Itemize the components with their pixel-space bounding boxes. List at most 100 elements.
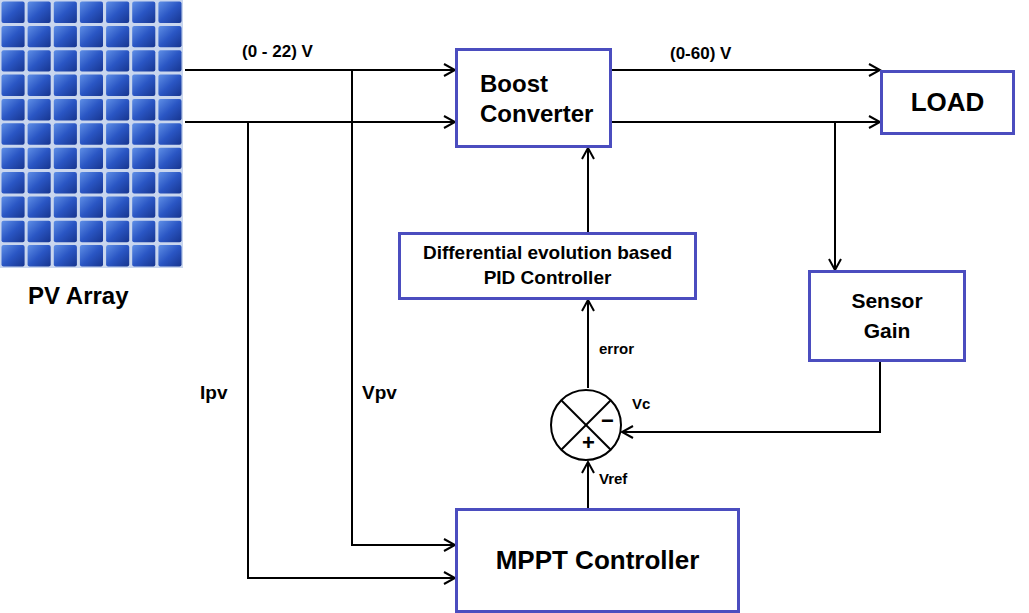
- pv-cell: [54, 123, 77, 144]
- pv-cell: [28, 99, 51, 120]
- pv-cell: [80, 196, 103, 217]
- pid-controller: Differential evolution based PID Control…: [398, 232, 697, 300]
- signal-label: Vref: [597, 470, 629, 487]
- pv-cell: [54, 75, 77, 96]
- node-label: MPPT Controller: [496, 545, 700, 576]
- mppt-controller: MPPT Controller: [455, 508, 740, 613]
- pv-cell: [28, 26, 51, 47]
- pv-cell: [28, 75, 51, 96]
- pv-cell: [158, 221, 181, 242]
- pv-cell: [2, 245, 25, 266]
- pv-cell: [132, 2, 155, 23]
- pv-cell: [80, 50, 103, 71]
- pv-cell: [106, 26, 129, 47]
- load-box: LOAD: [880, 70, 1015, 135]
- pv-cell: [2, 75, 25, 96]
- node-label: Boost Converter: [480, 69, 602, 129]
- pv-cell: [2, 172, 25, 193]
- summing-junction: −+: [549, 388, 623, 462]
- pv-cell: [158, 245, 181, 266]
- pv-cell: [54, 245, 77, 266]
- sign-symbol: −: [601, 410, 614, 432]
- pv-cell: [158, 99, 181, 120]
- pv-cell: [54, 50, 77, 71]
- pv-cell: [54, 148, 77, 169]
- signal-wire: [612, 69, 880, 71]
- pv-cell: [80, 148, 103, 169]
- pv-cell: [2, 221, 25, 242]
- pv-cell: [132, 50, 155, 71]
- pv-cell: [106, 123, 129, 144]
- signal-wire: [587, 462, 589, 508]
- pv-cell: [54, 196, 77, 217]
- pv-cell: [132, 75, 155, 96]
- signal-wire: [587, 148, 589, 232]
- pv-cell: [28, 172, 51, 193]
- pv-cell: [132, 148, 155, 169]
- pv-cell: [132, 26, 155, 47]
- pv-cell: [2, 99, 25, 120]
- pv-cell: [54, 221, 77, 242]
- signal-wire: [587, 300, 589, 388]
- signal-label: (0 - 22) V: [240, 42, 315, 62]
- pv-cell: [80, 245, 103, 266]
- pv-cell: [158, 75, 181, 96]
- pv-cell: [106, 2, 129, 23]
- pv-cell: [132, 99, 155, 120]
- boost-converter: Boost Converter: [455, 48, 612, 148]
- pv-cell: [54, 99, 77, 120]
- pv-cell: [2, 2, 25, 23]
- node-label: PV Array: [28, 282, 129, 310]
- pv-cell: [158, 148, 181, 169]
- signal-wire: [185, 122, 455, 578]
- pv-cell: [2, 123, 25, 144]
- pv-cell: [106, 196, 129, 217]
- signal-label: Vc: [630, 395, 652, 412]
- pv-cell: [28, 148, 51, 169]
- pv-cell: [158, 50, 181, 71]
- pv-cell: [54, 172, 77, 193]
- signal-label: Ipv: [198, 382, 229, 404]
- pv-cell: [54, 26, 77, 47]
- pv-cell: [106, 99, 129, 120]
- pv-cell: [80, 172, 103, 193]
- pv-cell: [2, 148, 25, 169]
- signal-label: error: [597, 340, 636, 357]
- pv-panel-illustration: [0, 0, 185, 270]
- pv-cell: [28, 245, 51, 266]
- pv-cell: [106, 221, 129, 242]
- pv-cell: [80, 99, 103, 120]
- sign-symbol: +: [582, 432, 595, 454]
- pv-cell: [28, 221, 51, 242]
- pv-cell: [106, 172, 129, 193]
- node-label: Sensor Gain: [842, 286, 932, 347]
- pv-cell: [158, 26, 181, 47]
- pv-cell: [106, 75, 129, 96]
- pv-cell: [28, 50, 51, 71]
- pv-cell: [158, 172, 181, 193]
- pv-cell: [132, 245, 155, 266]
- pv-cell: [106, 245, 129, 266]
- pv-array: PV Array: [0, 0, 185, 312]
- signal-wire: [622, 362, 880, 432]
- signal-label: (0-60) V: [668, 44, 733, 64]
- pv-cell: [80, 123, 103, 144]
- pv-cell: [2, 50, 25, 71]
- signal-wire: [185, 70, 455, 545]
- pv-cell: [80, 221, 103, 242]
- pv-cell: [158, 2, 181, 23]
- pv-cell: [2, 26, 25, 47]
- pv-cell: [132, 123, 155, 144]
- pv-cell: [132, 172, 155, 193]
- pv-cell: [106, 148, 129, 169]
- pv-cell: [80, 26, 103, 47]
- pv-cell: [80, 2, 103, 23]
- pv-cell: [80, 75, 103, 96]
- pv-cell: [54, 2, 77, 23]
- pv-cell: [28, 2, 51, 23]
- pv-cell: [28, 123, 51, 144]
- pv-cell: [28, 196, 51, 217]
- pv-cell: [132, 221, 155, 242]
- pv-cell: [132, 196, 155, 217]
- pv-cell: [158, 196, 181, 217]
